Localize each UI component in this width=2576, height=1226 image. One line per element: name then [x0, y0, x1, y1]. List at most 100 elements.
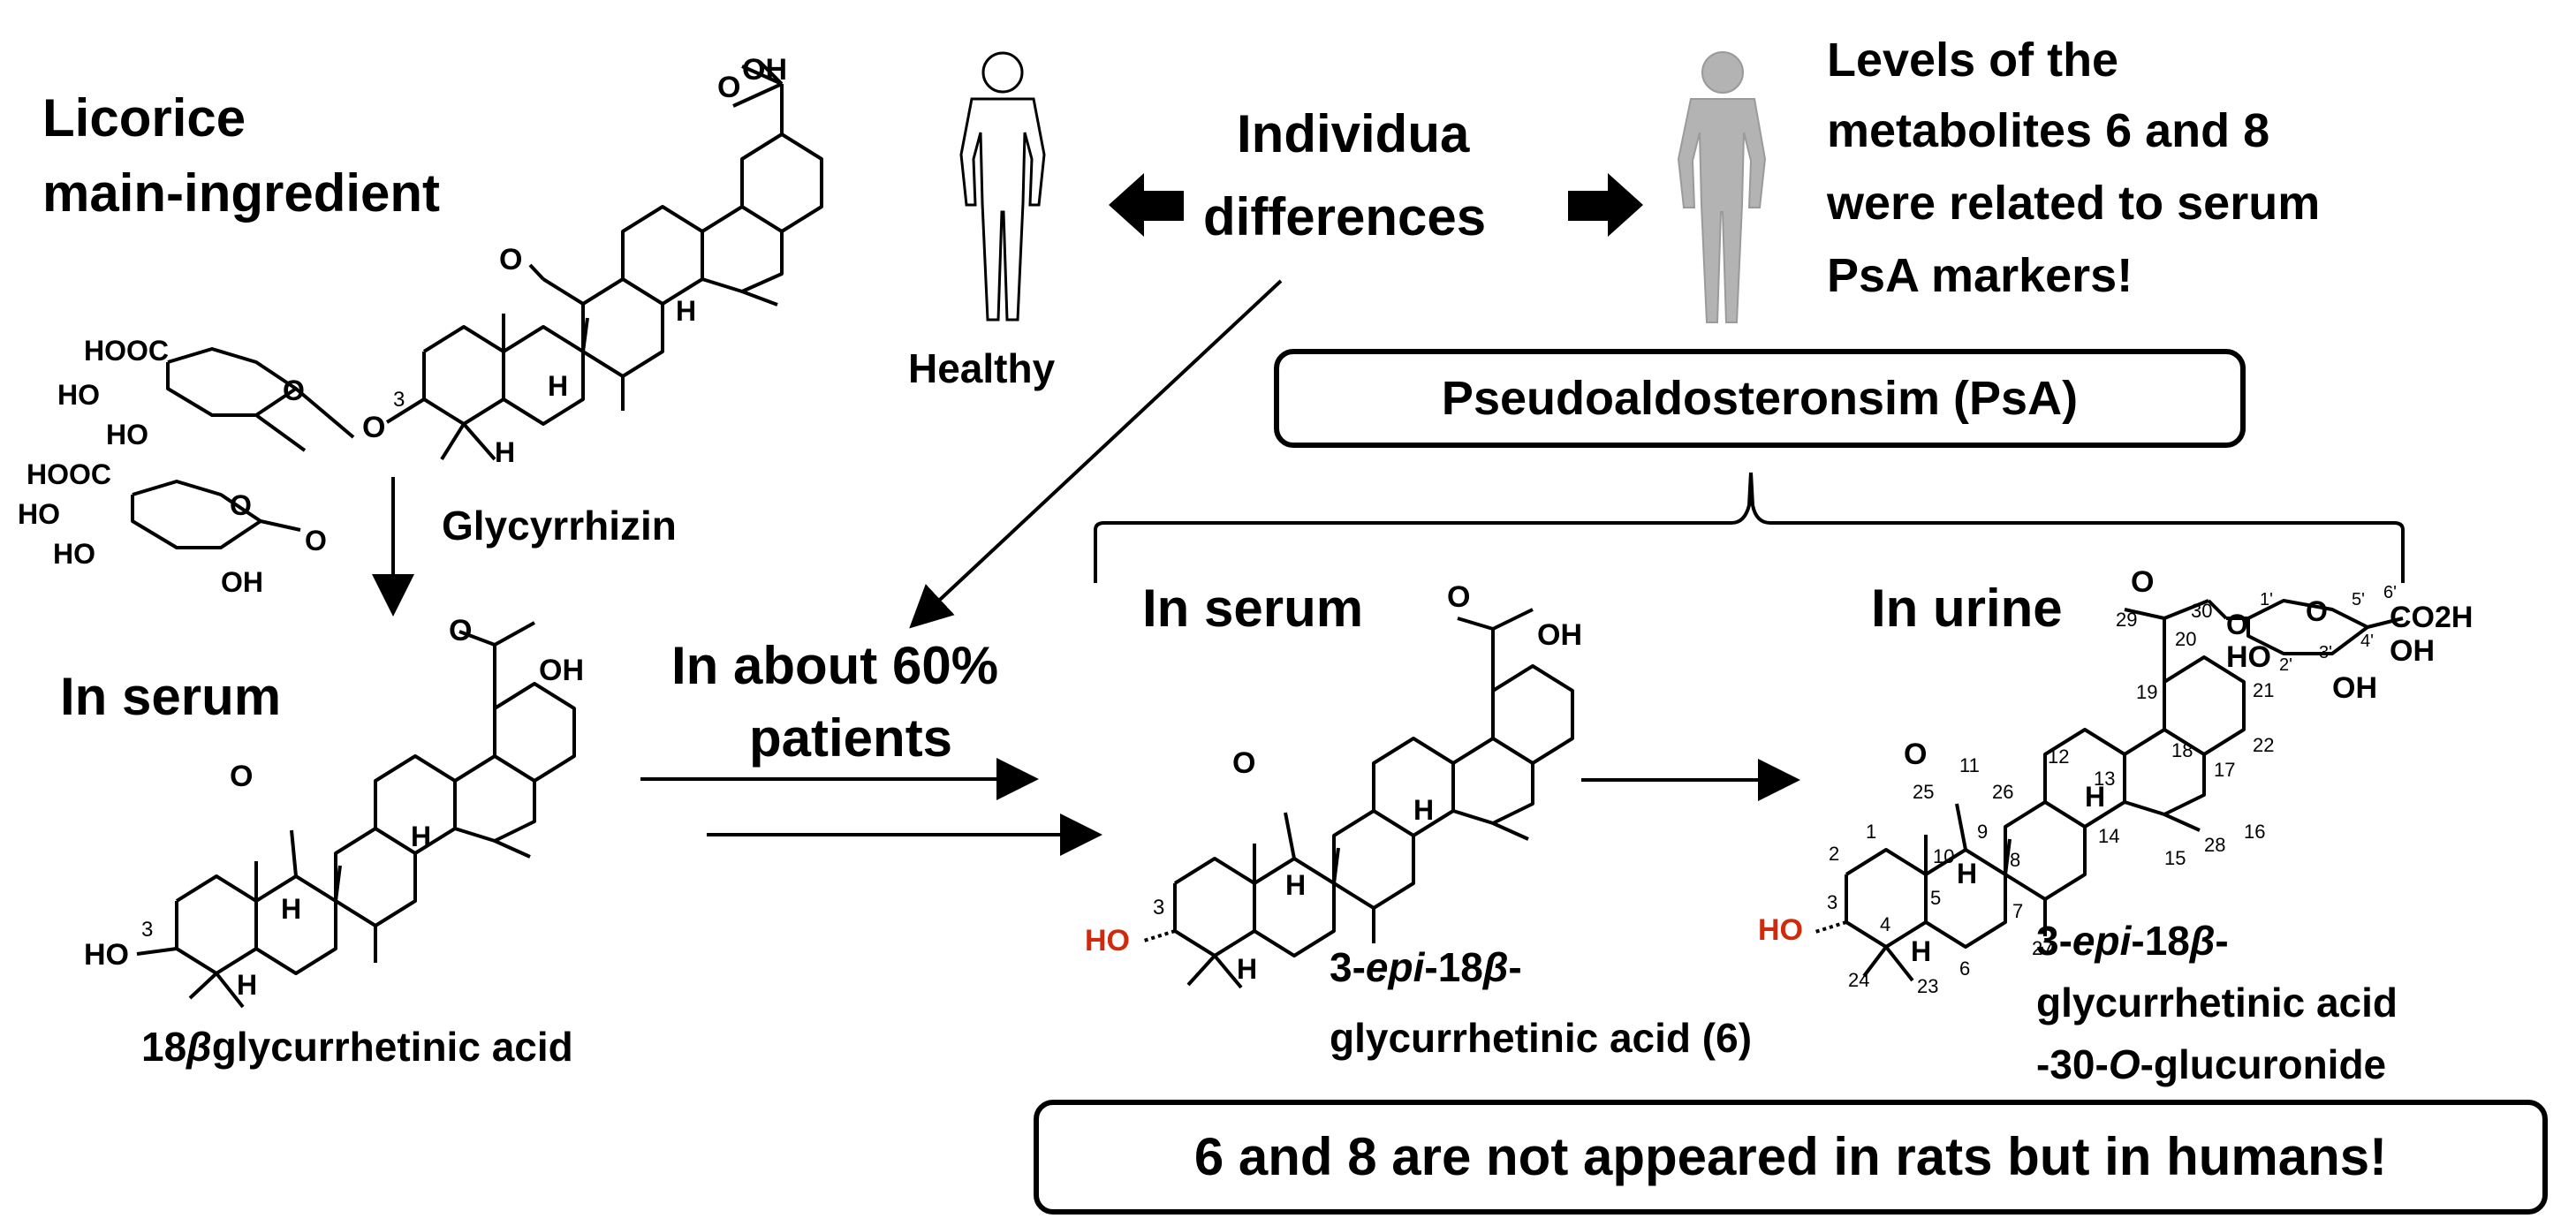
atom-h-c6-1: H [1413, 794, 1435, 826]
atom-o-ester-c8: O [2226, 609, 2248, 640]
compound8-structure [1815, 599, 2404, 982]
locant-5p: 5' [2352, 590, 2365, 609]
atom-oh-c6: OH [1537, 618, 1582, 652]
locant-16: 16 [2244, 821, 2266, 843]
atom-o-keto-c6: O [1232, 746, 1256, 780]
locant-30: 30 [2191, 600, 2213, 622]
levels-line3: were related to serum [1827, 177, 2321, 230]
locant-14: 14 [2098, 825, 2120, 847]
atom-o-ring-c8: O [2306, 595, 2328, 627]
locant-18: 18 [2171, 739, 2193, 761]
atom-h-18b-1: H [411, 821, 432, 852]
atom-ho-c6: HO [1085, 924, 1130, 957]
atom-o-sugar2: O [230, 489, 252, 521]
atom-o-keto: O [499, 243, 523, 276]
atom-h-c6-2: H [1285, 869, 1307, 901]
locant-1: 1 [1866, 821, 1877, 843]
atom-oh-2: OH [221, 566, 263, 598]
compound8-line1: 3-epi-18β- [2036, 918, 2229, 964]
levels-line1: Levels of the [1827, 34, 2119, 87]
in-urine: In urine [1871, 579, 2063, 638]
locant-24: 24 [1848, 969, 1870, 991]
patient-person-icon [1677, 51, 1767, 323]
in-serum-mid: In serum [1142, 579, 1364, 638]
locant-21: 21 [2253, 679, 2275, 701]
atom-o-sugar3: O [305, 525, 327, 556]
locant-19: 19 [2136, 681, 2158, 703]
diagonal-arrow [909, 279, 1283, 629]
locant-17: 17 [2214, 759, 2236, 781]
atom-three-c6: 3 [1153, 896, 1165, 920]
atom-h-c6-3: H [1237, 953, 1258, 985]
atom-three: 3 [393, 388, 405, 412]
intro-line2: main-ingredient [42, 163, 441, 223]
locant-6: 6 [1959, 957, 1971, 980]
atom-o-c8: O [2131, 565, 2155, 599]
atom-h2: H [548, 370, 569, 402]
healthy-label: Healthy [908, 345, 1056, 391]
locant-12: 12 [2048, 745, 2070, 768]
compound6-line2: glycurrhetinic acid (6) [1330, 1015, 1753, 1061]
atom-h-18b-3: H [237, 969, 258, 1001]
locant-9: 9 [1977, 821, 1989, 843]
locant-3p: 3' [2319, 643, 2332, 662]
compound6-structure [1143, 608, 1574, 989]
locant-8: 8 [2010, 849, 2021, 871]
atom-hooc-2: HOOC [27, 458, 111, 490]
atom-o-keto-18b: O [230, 760, 254, 793]
locant-2: 2 [1829, 843, 1840, 865]
atom-h3: H [495, 436, 516, 468]
atom-o-sugar1: O [283, 375, 305, 406]
atom-oh-18b: OH [539, 654, 584, 687]
block-arrow-left-icon [1109, 173, 1184, 237]
locant-25: 25 [1913, 781, 1935, 803]
atom-ho-1: HO [57, 379, 100, 411]
atom-ho-c8-sugar: HO [2226, 640, 2271, 674]
individual-line2: differences [1203, 187, 1487, 246]
locant-26: 26 [1992, 781, 2014, 803]
atom-ho-4: HO [53, 538, 95, 570]
locant-10: 10 [1933, 845, 1955, 867]
locant-20: 20 [2175, 628, 2197, 650]
atom-oh-c8-2: OH [2332, 671, 2377, 705]
atom-co2h-c8: CO2H [2390, 601, 2474, 634]
atom-ho-c8: HO [1758, 913, 1803, 947]
atom-ho-3: HO [18, 498, 60, 530]
atom-h: H [676, 295, 697, 327]
healthy-person-icon [959, 51, 1046, 322]
locant-27: 27 [2032, 937, 2054, 959]
atom-o-link: O [362, 411, 386, 444]
locant-29: 29 [2116, 609, 2138, 631]
locant-7: 7 [2012, 900, 2024, 922]
glycyrrhizin-structure [131, 60, 823, 549]
locant-13: 13 [2094, 768, 2116, 790]
atom-h-c8-2: H [1957, 858, 1978, 889]
glycyrrhizin-label: Glycyrrhizin [442, 503, 677, 549]
compound6-line1: 3-epi-18β- [1330, 944, 1522, 990]
locant-5: 5 [1930, 887, 1942, 909]
locant-2p: 2' [2279, 655, 2292, 675]
atom-o-c6: O [1447, 580, 1471, 614]
locant-15: 15 [2164, 847, 2186, 869]
atom-hooc-1: HOOC [84, 335, 169, 367]
locant-4: 4 [1880, 913, 1891, 935]
atom-o: O [717, 71, 741, 104]
levels-line2: metabolites 6 and 8 [1827, 104, 2270, 157]
block-arrow-right-icon [1568, 173, 1643, 237]
locant-3: 3 [1827, 891, 1838, 913]
patients-line1: In about 60% [671, 636, 999, 695]
locant-4p: 4' [2360, 632, 2374, 651]
bottom-conclusion-label: 6 and 8 are not appeared in rats but in … [1193, 1127, 2388, 1187]
atom-o-18b: O [449, 614, 473, 647]
individual-line1: Individua [1237, 104, 1470, 163]
bottom-conclusion-box: 6 and 8 are not appeared in rats but in … [1034, 1100, 2548, 1215]
atom-h-18b-2: H [281, 893, 302, 925]
locant-22: 22 [2253, 734, 2275, 756]
in-serum-left: In serum [60, 667, 282, 726]
locant-11: 11 [1959, 754, 1980, 776]
locant-23: 23 [1917, 975, 1939, 997]
glycyrrhetinic-structure [136, 621, 576, 1009]
compound8-line2: glycurrhetinic acid [2036, 980, 2398, 1025]
compound8-line3: -30-O-glucuronide [2036, 1041, 2387, 1087]
psa-box-label: Pseudoaldosteronsim (PsA) [1441, 371, 2079, 425]
